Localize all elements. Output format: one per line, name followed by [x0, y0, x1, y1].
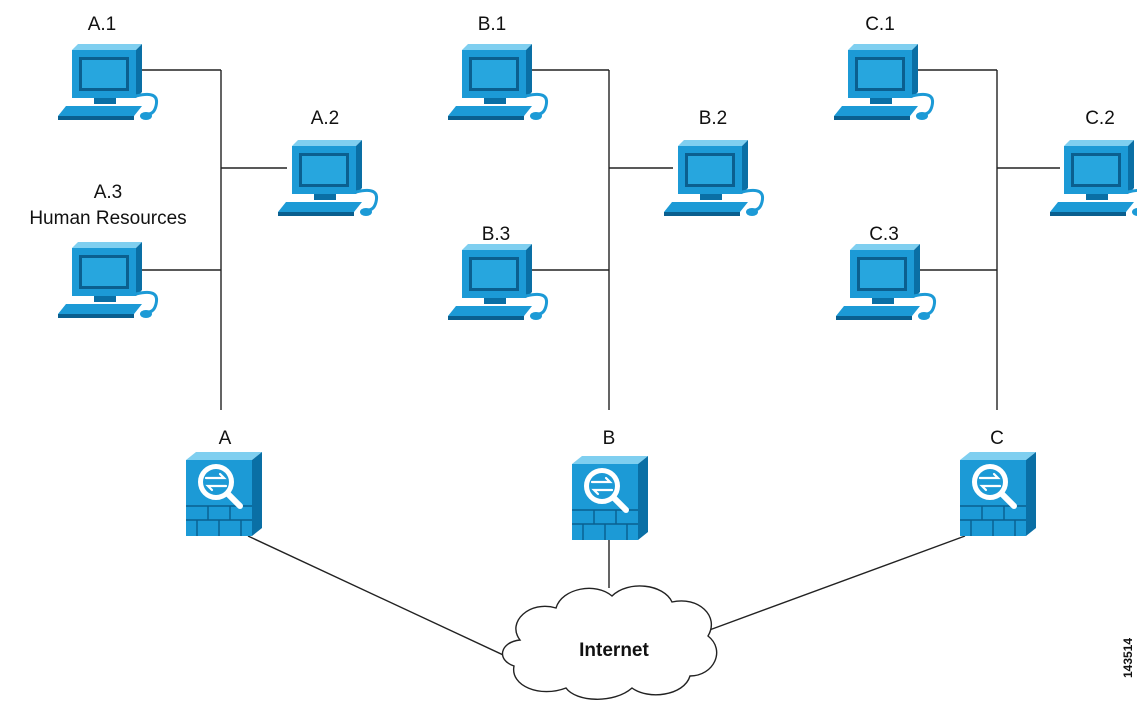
workstation-icon	[56, 240, 159, 320]
host-c2: C.2	[1048, 108, 1137, 218]
workstation-icon	[56, 42, 159, 122]
firewall-icon	[186, 452, 262, 536]
host-a3-sublabel: Human Resources	[29, 208, 186, 229]
host-c3-label: C.3	[869, 224, 899, 245]
links-site-c	[703, 69, 1060, 633]
host-a2-label: A.2	[311, 108, 340, 129]
host-a3: A.3 Human Resources	[29, 182, 187, 320]
firewall-icon	[572, 456, 648, 540]
firewall-a: A	[186, 428, 262, 536]
firewall-c: C	[960, 428, 1036, 536]
host-a2: A.2	[276, 108, 379, 218]
workstation-icon	[276, 138, 379, 218]
host-b2-label: B.2	[699, 108, 728, 129]
links-site-a	[142, 69, 515, 661]
host-a1-label: A.1	[88, 14, 117, 35]
host-c3: C.3	[834, 224, 937, 322]
host-c2-label: C.2	[1085, 108, 1115, 129]
host-a1: A.1	[56, 14, 159, 122]
firewall-icon	[960, 452, 1036, 536]
workstation-icon	[832, 42, 935, 122]
host-b1: B.1	[446, 14, 549, 122]
workstation-icon	[446, 42, 549, 122]
cloud-icon	[502, 585, 718, 700]
firewall-c-label: C	[990, 428, 1004, 449]
host-b3-label: B.3	[482, 224, 511, 245]
host-b1-label: B.1	[478, 14, 507, 35]
firewall-b-label: B	[603, 428, 616, 449]
host-a3-label: A.3	[94, 182, 123, 203]
workstation-icon	[1048, 138, 1137, 218]
cloud-label: Internet	[579, 640, 649, 661]
internet-cloud: Internet	[502, 585, 718, 700]
host-c1-label: C.1	[865, 14, 895, 35]
firewall-b: B	[572, 428, 648, 540]
host-c1: C.1	[832, 14, 935, 122]
links-site-b	[530, 69, 673, 588]
workstation-icon	[446, 242, 549, 322]
firewall-a-label: A	[219, 428, 232, 449]
figure-id: 143514	[1121, 638, 1135, 678]
workstation-icon	[662, 138, 765, 218]
host-b3: B.3	[446, 224, 549, 322]
host-b2: B.2	[662, 108, 765, 218]
workstation-icon	[834, 242, 937, 322]
